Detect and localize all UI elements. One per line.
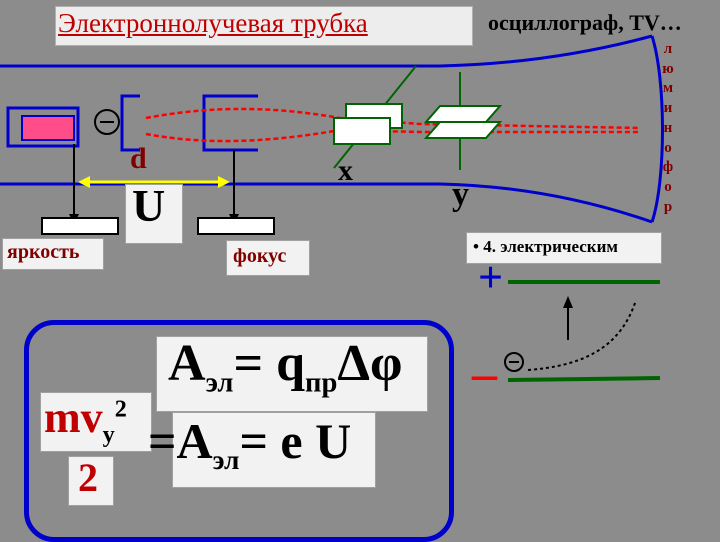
work-eU-formula-box xyxy=(172,412,376,488)
slide-title: Электроннолучевая трубка xyxy=(58,8,368,38)
deflected-electron-path xyxy=(527,299,637,371)
brightness-box: яркость xyxy=(2,238,104,270)
focus-box: фокус xyxy=(226,240,310,276)
slide-subtitle: осциллограф, TV… xyxy=(488,10,682,35)
electron-minus-icon xyxy=(94,109,120,135)
y-plate-bottom xyxy=(423,121,503,139)
voltage-box: U xyxy=(125,180,183,244)
vertical-letter: р xyxy=(663,198,673,215)
focus-label: фокус xyxy=(233,245,287,267)
formula-A: A xyxy=(176,413,213,469)
vertical-letter: о xyxy=(664,178,672,195)
voltage-label: U xyxy=(132,180,166,231)
kinetic-denominator-box xyxy=(68,456,114,506)
brightness-label: яркость xyxy=(7,241,80,263)
formula-eU: = e U xyxy=(239,413,352,469)
y-plates-label: y xyxy=(452,176,469,213)
vertical-letter: о xyxy=(664,139,672,156)
negative-plate xyxy=(507,376,661,382)
kinetic-numerator: mvу2 xyxy=(44,392,127,449)
title-background xyxy=(55,6,473,46)
formula-equals: = xyxy=(148,413,177,469)
vertical-letter: ю xyxy=(662,60,674,77)
minus-sign: – xyxy=(472,345,497,401)
vertical-letter: и xyxy=(663,100,673,117)
kinetic-numerator-box xyxy=(40,392,152,452)
electric-deflection-box: • 4. электрическим xyxy=(466,232,662,264)
formula-sub-y: у xyxy=(102,420,115,448)
formula-eq-q: = q xyxy=(233,335,306,392)
brightness-resistor xyxy=(41,217,119,235)
formula-A: A xyxy=(168,335,206,392)
focusing-anode xyxy=(202,94,258,152)
modulator-electrode xyxy=(120,94,140,152)
work-eU-formula: =Aэл= e U xyxy=(148,412,351,476)
x-plate-front xyxy=(333,117,391,145)
electric-deflection-label: • 4. электрическим xyxy=(473,237,618,256)
cathode-frame xyxy=(6,106,80,148)
plus-sign: + xyxy=(478,253,504,302)
distance-label: d xyxy=(130,142,147,175)
tube-screen xyxy=(650,35,664,223)
formula-mv: mv xyxy=(44,393,103,442)
tube-bottom-wall xyxy=(0,182,653,224)
kinetic-denominator: 2 xyxy=(78,455,98,500)
formula-sub-pr: пр xyxy=(305,367,338,399)
work-formula: Aэл= qпрΔφ xyxy=(168,334,402,399)
x-plates-label: x xyxy=(338,154,353,187)
vertical-letter: н xyxy=(663,119,673,136)
formula-sub-el: эл xyxy=(212,444,240,475)
y-plate-top xyxy=(423,105,503,123)
formula-sub-el: эл xyxy=(205,367,234,399)
vertical-letter: л xyxy=(663,41,673,57)
vertical-luminophore-label: л ю м и н о ф о р xyxy=(656,40,680,217)
formula-delta-phi: Δφ xyxy=(337,335,403,392)
cathode-heater xyxy=(21,115,75,141)
work-formula-box xyxy=(156,336,428,412)
d-arrow-left-head xyxy=(78,176,90,188)
vertical-letter: ф xyxy=(662,159,674,176)
electron-minus-icon xyxy=(504,352,524,372)
vertical-letter: м xyxy=(662,80,674,97)
focus-resistor xyxy=(197,217,275,235)
tube-top-wall xyxy=(0,34,653,68)
d-arrow-right-head xyxy=(218,176,230,188)
force-arrow-head xyxy=(563,296,573,308)
formula-sup-2: 2 xyxy=(114,395,127,423)
electron-beam-lower xyxy=(145,128,640,143)
